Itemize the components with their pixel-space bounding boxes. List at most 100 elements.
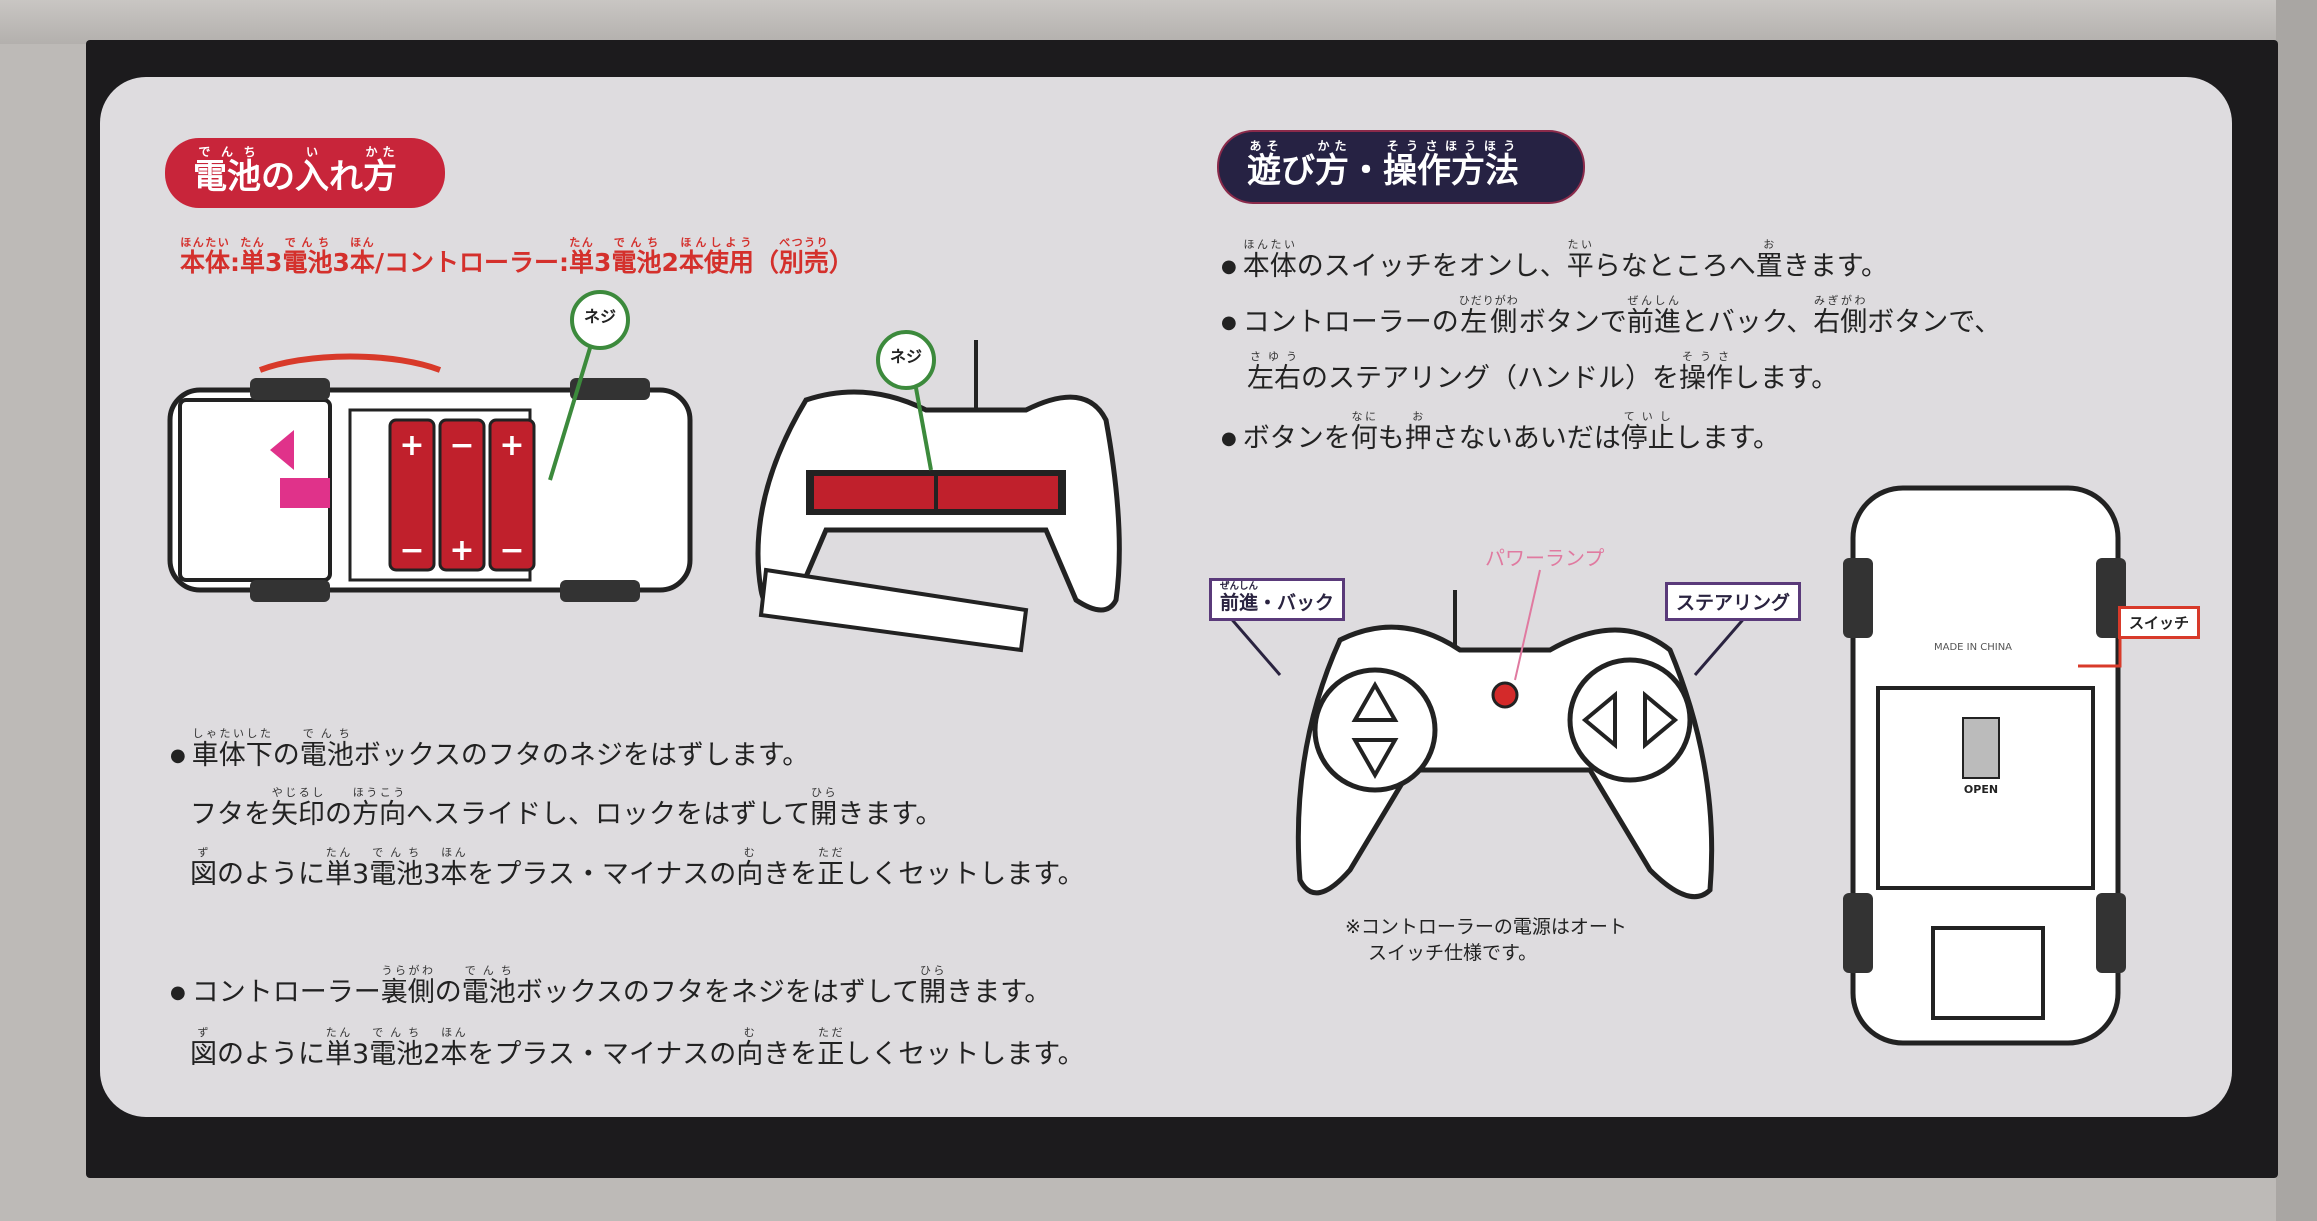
text-segment: フタを (190, 799, 271, 830)
furigana: ただ (817, 846, 845, 859)
controller-front-diagram (1213, 569, 1762, 900)
text-segment: します。 (1733, 363, 1838, 394)
text-segment: /コントローラー: (375, 248, 569, 277)
text-segment: 電池でんち (369, 846, 424, 890)
furigana: ほん (440, 1026, 468, 1039)
text-segment: 2 (423, 1039, 440, 1070)
furigana (1432, 410, 1621, 423)
furigana (423, 846, 440, 859)
text-segment: をプラス・マイナスの (467, 859, 736, 890)
furigana: い (295, 145, 329, 159)
furigana (1867, 294, 2001, 307)
furigana: ただ (817, 1026, 845, 1039)
furigana: そうさほうほう (1383, 139, 1519, 153)
furigana: ぜんしん (1626, 294, 1681, 307)
furigana: お (1404, 410, 1432, 423)
text-segment: 正ただ (817, 1026, 845, 1070)
furigana: でんち (369, 1026, 424, 1039)
text-segment: も (1378, 423, 1405, 454)
background-wall-right (2276, 0, 2317, 1221)
text-segment: の (435, 977, 462, 1008)
furigana (837, 786, 942, 799)
furigana (1243, 410, 1351, 423)
furigana (763, 846, 817, 859)
controller-back-battery-diagram: ネジ (755, 330, 1122, 653)
play-instruction-2b: 左右さゆうのステアリング（ハンドル）を 操作そうさします。 (1247, 350, 1838, 392)
text-segment: 操作そうさ (1679, 350, 1733, 394)
furigana (1378, 410, 1405, 423)
text-segment: 遊あそ (1247, 139, 1281, 191)
text-segment: 方かた (363, 145, 397, 197)
text-segment: の (325, 799, 352, 830)
furigana: さゆう (1247, 350, 1301, 363)
furigana (1349, 138, 1383, 152)
text-segment: 単たん (569, 236, 595, 277)
svg-text:+: + (499, 428, 524, 463)
furigana (435, 964, 462, 977)
text-segment: 方かた (1315, 139, 1349, 191)
furigana: ず (190, 846, 217, 859)
furigana (829, 236, 854, 249)
furigana (754, 236, 779, 249)
furigana: でんち (193, 145, 261, 159)
text-segment: 3 (423, 859, 440, 890)
furigana: べつうり (778, 236, 829, 249)
power-lamp-label: パワーランプ (1485, 546, 1605, 570)
furigana (1681, 294, 1814, 307)
furigana (1675, 410, 1780, 423)
furigana: たん (325, 846, 352, 859)
text-segment: ・ (1349, 139, 1383, 192)
svg-text:−: − (449, 428, 474, 463)
text-segment: 3 (352, 1039, 369, 1070)
furigana (192, 964, 381, 977)
furigana (1783, 238, 1888, 251)
text-segment: 2 (661, 248, 678, 277)
furigana (230, 236, 240, 249)
furigana (467, 1026, 736, 1039)
furigana (325, 786, 352, 799)
text-segment: 本ほん (440, 1026, 468, 1070)
furigana (329, 144, 363, 158)
text-segment: 前進ぜんしん (1220, 581, 1259, 614)
power-lamp (1491, 681, 1519, 709)
text-segment: 本ほん (440, 846, 468, 890)
text-segment: 平たい (1566, 238, 1594, 282)
furigana (375, 236, 569, 249)
text-segment: : (230, 248, 240, 277)
text-segment: 3 (332, 248, 349, 277)
furigana (273, 727, 300, 740)
text-segment: 図ず (190, 846, 217, 890)
svg-text:−: − (499, 533, 524, 568)
text-segment: 押お (1404, 410, 1432, 454)
furigana: ひら (919, 964, 947, 977)
text-segment: 前進ぜんしん (1626, 294, 1681, 338)
furigana: でんち (282, 236, 333, 249)
text-segment: 左側ひだりがわ (1458, 294, 1519, 338)
text-segment: きます。 (946, 977, 1051, 1008)
car-underside-battery-diagram: +−+−+− ネジ (167, 290, 693, 602)
furigana (1243, 294, 1459, 307)
text-segment: きます。 (837, 799, 942, 830)
furigana (217, 846, 325, 859)
text-segment: の (261, 145, 295, 198)
text-segment: きます。 (1783, 251, 1888, 282)
furigana: でんち (299, 727, 354, 740)
furigana (946, 964, 1051, 977)
controller-note-line-1: ※コントローラーの電源はオート (1345, 916, 1627, 938)
furigana (1301, 350, 1679, 363)
furigana: ていし (1620, 410, 1675, 423)
furigana (332, 236, 349, 249)
play-instruction-2: コントローラーの 左側ひだりがわボタンで 前進ぜんしんとバック、 右側みぎがわボ… (1221, 294, 2002, 338)
text-segment: 車体下しゃたいした (191, 727, 273, 771)
furigana: ず (190, 1026, 217, 1039)
text-segment: の (273, 740, 300, 771)
furigana: うらがわ (380, 964, 435, 977)
text-segment: び (1281, 139, 1315, 192)
text-segment: さないあいだは (1432, 423, 1621, 454)
text-segment: 単たん (325, 1026, 352, 1070)
furigana: ほん (440, 846, 468, 859)
svg-text:−: − (399, 533, 424, 568)
furigana (1594, 238, 1756, 251)
furigana (354, 727, 810, 740)
furigana: かた (1315, 139, 1349, 153)
